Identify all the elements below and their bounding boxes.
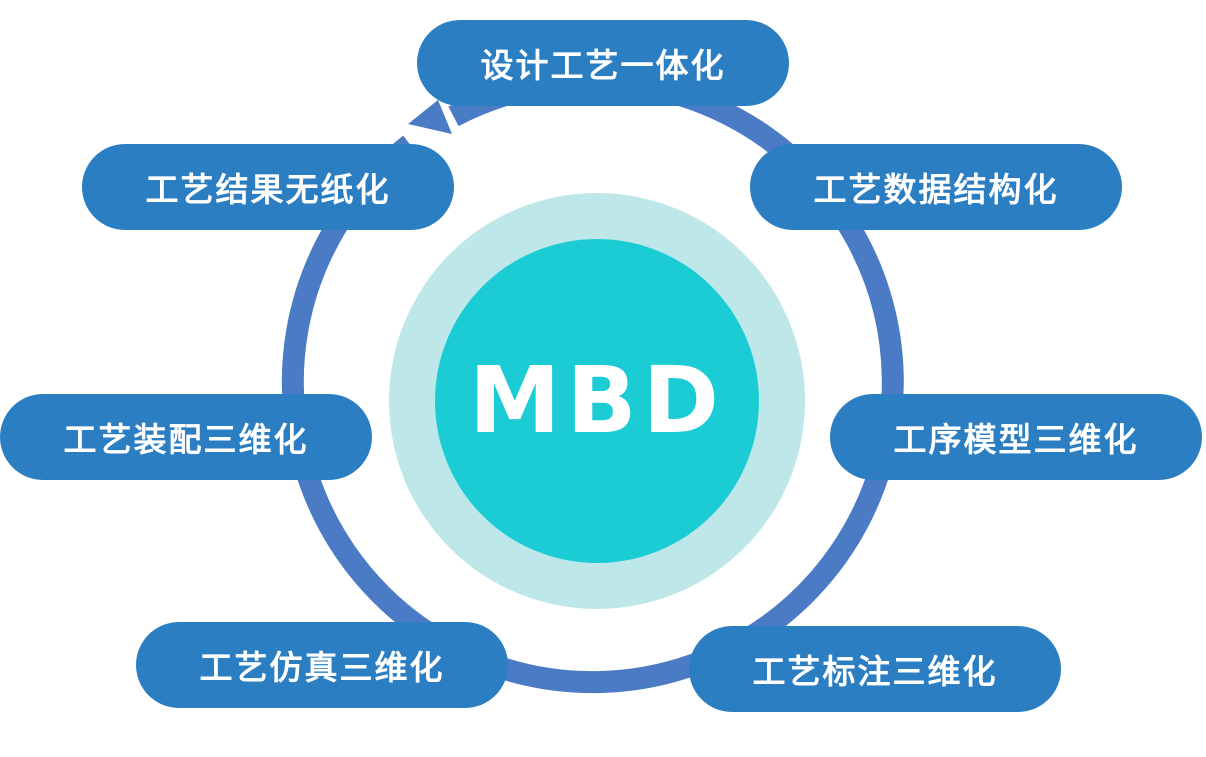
mbd-core-circle xyxy=(435,239,759,563)
pill-process-simulation-3d: 工艺仿真三维化 xyxy=(136,622,508,708)
pill-process-data-structuring: 工艺数据结构化 xyxy=(750,144,1122,230)
pill-process-annotation-3d: 工艺标注三维化 xyxy=(689,626,1061,712)
pill-process-assembly-3d: 工艺装配三维化 xyxy=(0,394,372,480)
mbd-center-label: MBD xyxy=(468,346,726,454)
pill-process-result-paperless: 工艺结果无纸化 xyxy=(82,144,454,230)
cycle-arrow-head xyxy=(408,100,452,134)
pill-operation-model-3d: 工序模型三维化 xyxy=(830,394,1202,480)
pill-design-process-integration: 设计工艺一体化 xyxy=(417,20,789,106)
